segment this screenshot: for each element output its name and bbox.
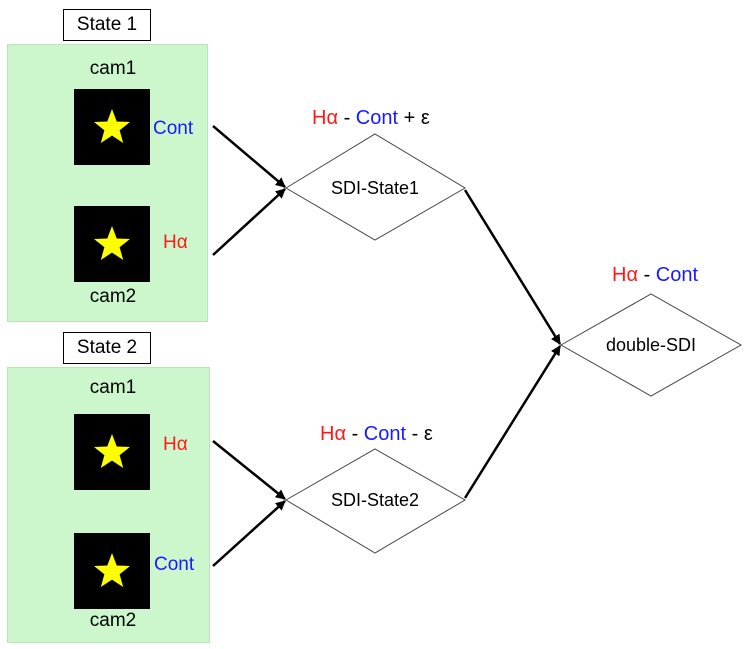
star-icon: [94, 226, 130, 260]
double-sdi-node: [559, 293, 743, 397]
state1-cam1-star-image: [74, 89, 150, 165]
sdi-state2-label: SDI-State2: [330, 490, 420, 510]
formula-minus: -: [638, 264, 656, 286]
double-sdi-formula: Hα - Cont: [612, 264, 698, 287]
formula-minus: -: [346, 423, 364, 445]
formula-halpha: Hα: [612, 264, 639, 286]
state2-cam1-label: cam1: [89, 377, 137, 398]
formula-cont: Cont: [363, 423, 407, 445]
formula-minus: -: [338, 107, 356, 129]
state1-cam1-label: cam1: [89, 58, 137, 79]
arrow-s1-cont: [212, 125, 286, 188]
star-icon: [94, 109, 130, 143]
star-icon: [94, 553, 130, 587]
state2-label: State 2: [63, 332, 151, 364]
sdi-state1-formula: Hα - Cont + ε: [312, 107, 430, 130]
arrow-s2-halpha: [212, 440, 286, 500]
state1-panel: cam1 Cont Hα cam2: [7, 44, 208, 322]
state1-cam2-channel: Hα: [163, 232, 188, 253]
arrow-sdi2-double: [463, 345, 562, 499]
star-icon: [94, 434, 130, 468]
arrow-s2-cont: [212, 500, 286, 567]
state2-cam1-star-image: [74, 414, 150, 490]
formula-halpha: Hα: [320, 423, 347, 445]
double-sdi-label: double-SDI: [605, 335, 697, 355]
state2-panel: cam1 Hα Cont cam2: [7, 367, 210, 643]
formula-cont: Cont: [655, 264, 699, 286]
state2-cam2-channel: Cont: [154, 554, 195, 575]
state1-cam1-channel: Cont: [153, 118, 194, 139]
sdi-state2-node: [285, 448, 466, 554]
formula-cont: Cont: [355, 107, 399, 129]
formula-epsilon-term: + ε: [398, 107, 430, 129]
formula-epsilon-term: - ε: [406, 423, 433, 445]
state1-label: State 1: [63, 9, 151, 41]
sdi-state1-node: [285, 133, 466, 241]
state2-cam2-label: cam2: [89, 610, 137, 631]
arrow-sdi1-double: [463, 189, 562, 345]
sdi-state2-formula: Hα - Cont - ε: [320, 423, 433, 446]
formula-halpha: Hα: [312, 107, 339, 129]
state1-cam2-label: cam2: [89, 286, 137, 307]
state1-cam2-star-image: [74, 206, 150, 282]
arrow-s1-halpha: [212, 188, 286, 256]
state2-cam1-channel: Hα: [163, 434, 188, 455]
state2-cam2-star-image: [74, 533, 150, 609]
sdi-state1-label: SDI-State1: [330, 178, 420, 198]
